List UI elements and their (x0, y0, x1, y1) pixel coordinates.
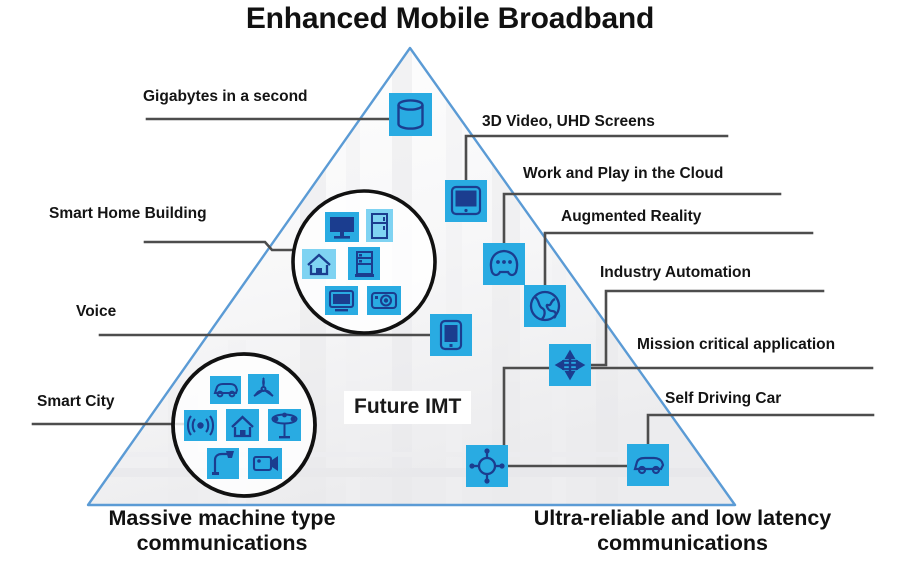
label-smart-city: Smart City (37, 393, 115, 410)
label-mission-critical-application: Mission critical application (637, 336, 836, 353)
car-icon (210, 376, 241, 404)
server-building-icon (348, 247, 380, 280)
wireless-signal-icon (184, 410, 217, 441)
four-arrows-icon (549, 344, 591, 386)
house-icon (302, 249, 336, 279)
house-icon (226, 409, 259, 441)
label-smart-home-building: Smart Home Building (49, 205, 207, 222)
street-light-icon (268, 409, 301, 441)
desktop-computer-icon (325, 212, 359, 242)
center-label-future-imt: Future IMT (344, 391, 472, 424)
page-title: Enhanced Mobile Broadband (245, 2, 655, 35)
leader-cloud (502, 192, 782, 245)
camera-icon (367, 286, 401, 315)
wind-turbine-icon (248, 374, 279, 404)
smart-home-cluster (291, 189, 437, 335)
leader-industry-automation (590, 289, 825, 367)
monitor-icon (445, 180, 487, 222)
corner-label-urllc: Ultra-reliable and low latency communica… (470, 506, 895, 557)
smartphone-icon (430, 314, 472, 356)
label-self-driving-car: Self Driving Car (665, 390, 782, 407)
smart-city-cluster (171, 352, 317, 498)
label-voice: Voice (76, 303, 117, 320)
video-camera-icon (248, 448, 282, 479)
database-icon (389, 93, 432, 136)
leader-self-driving-car (646, 413, 875, 446)
globe-icon (524, 285, 566, 327)
gamepad-icon (483, 243, 525, 285)
television-icon (325, 286, 358, 315)
leader-augmented-reality (543, 231, 814, 287)
label-augmented-reality: Augmented Reality (561, 208, 702, 225)
label-3d-video-uhd-screens: 3D Video, UHD Screens (482, 113, 655, 130)
corner-urllc-line2: communications (597, 531, 768, 556)
leader-smart-home (143, 240, 296, 252)
lamp-post-icon (207, 448, 239, 479)
leader-3d-video (464, 134, 729, 182)
label-work-and-play-in-the-cloud: Work and Play in the Cloud (523, 165, 724, 182)
refrigerator-icon (366, 209, 393, 242)
network-node-icon (466, 445, 508, 487)
corner-label-mmtc: Massive machine type communications (2, 506, 442, 557)
label-industry-automation: Industry Automation (600, 264, 751, 281)
corner-mmtc-line2: communications (136, 531, 308, 556)
car-icon (627, 444, 669, 486)
corner-mmtc-line1: Massive machine type (108, 506, 336, 530)
corner-urllc-line1: Ultra-reliable and low latency (533, 506, 832, 530)
label-gigabytes-in-a-second: Gigabytes in a second (143, 88, 308, 105)
